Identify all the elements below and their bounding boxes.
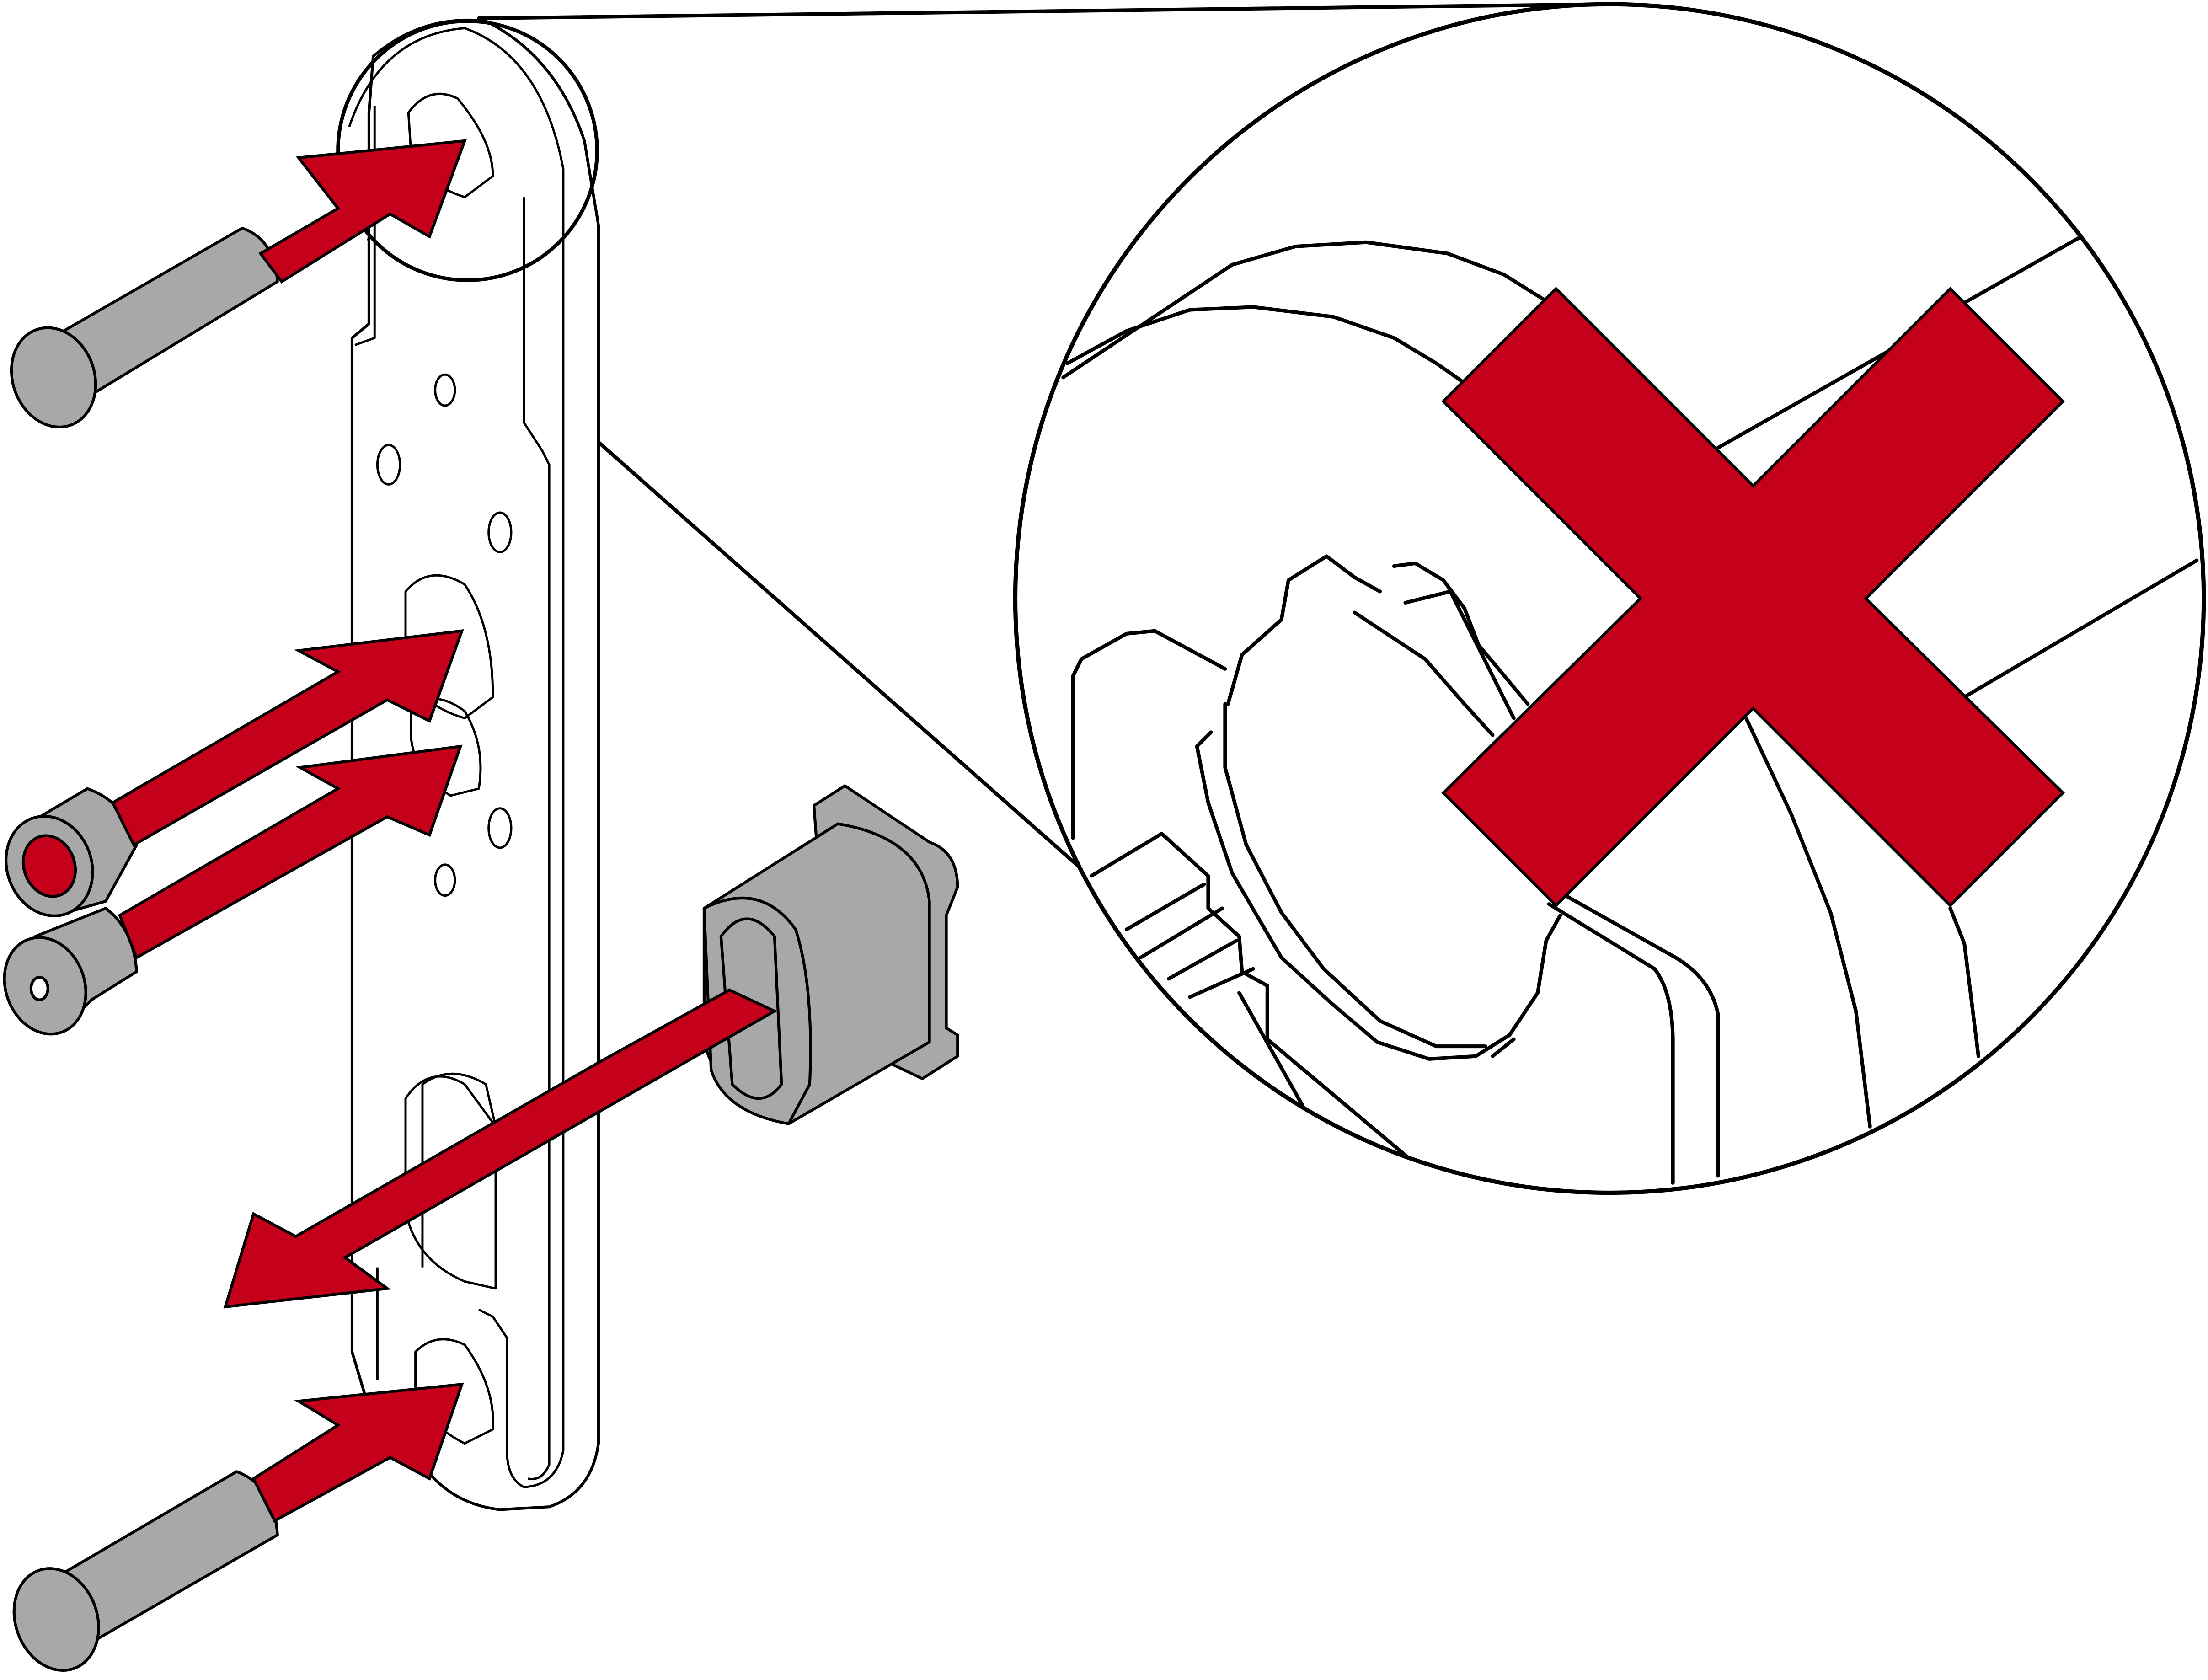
assembly-arrows — [111, 139, 778, 1523]
sleeve-lower-hole — [29, 976, 49, 1001]
zoom-source-circle — [336, 19, 599, 282]
top-pin-head — [10, 326, 97, 428]
plate-hole — [487, 807, 513, 849]
cylinder-insert — [702, 784, 959, 1125]
detail-lock-ear — [1353, 561, 1530, 737]
detail-plate-edge-top — [1061, 240, 1551, 385]
arrow-bottom-pin — [251, 1382, 464, 1523]
detail-circle — [1013, 2, 2206, 1195]
plate-hole — [434, 863, 456, 897]
detail-plate-front — [1071, 629, 1720, 1185]
bottom-pin-head — [12, 1567, 100, 1672]
not-allowed-cross-icon — [1441, 286, 2065, 908]
plate-inner-slot — [523, 197, 551, 1480]
arrow-top-pin — [258, 139, 467, 284]
sleeve-upper-opening — [21, 834, 77, 898]
top-pin — [10, 226, 279, 428]
connector-line-top — [477, 2, 1607, 21]
arrow-cylinder — [223, 988, 778, 1309]
detail-plate-lines-right — [1716, 235, 2199, 1129]
plate-slot — [404, 1075, 497, 1290]
detail-view — [1013, 2, 2206, 1195]
plate-hole — [434, 373, 456, 407]
plate-front-edge — [348, 27, 565, 1488]
detail-lower-steps — [1089, 832, 1410, 1160]
arrow-lower-sleeve — [118, 744, 463, 960]
detail-lock-tab — [1195, 554, 1562, 1061]
bottom-pin — [12, 1470, 279, 1672]
sleeve-lower — [3, 907, 138, 1036]
arrow-upper-sleeve — [111, 629, 464, 847]
plate-hole — [487, 511, 513, 553]
plate-hole — [376, 444, 401, 486]
